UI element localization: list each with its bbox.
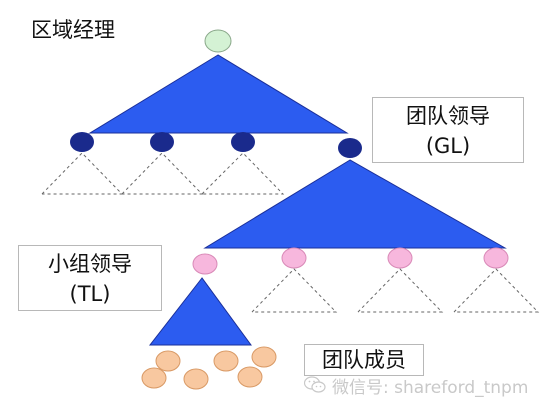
group-leader-node [483,247,509,269]
team-member-node [183,368,209,390]
team-leader-abbr: (GL) [425,134,471,158]
team-leader-node [70,132,94,152]
team-leader-node-expanded [338,138,362,158]
team-member-nodes [141,346,277,390]
group-leader-span-triangle [148,277,252,346]
team-member-node [251,346,277,368]
team-member-node [155,350,181,372]
team-leader-label: 团队领导 [406,104,490,128]
collapsed-team-outline [41,152,285,195]
collapsed-group-outline [251,268,540,313]
group-leader-label-box: 小组领导 (TL) [18,245,162,311]
watermark: 微信号: shareford_tnpm [304,372,528,398]
group-leader-label: 小组领导 [48,252,132,276]
group-leader-abbr: (TL) [69,282,111,306]
manager-span-triangle [88,54,349,134]
group-leader-node-expanded [192,253,218,275]
team-members-label: 团队成员 [322,348,406,372]
team-leader-label-box: 团队领导 (GL) [372,97,524,163]
regional-manager-node [204,29,232,53]
team-leader-span-triangle [203,159,507,249]
wechat-icon [304,376,326,393]
regional-manager-label: 区域经理 [31,18,115,42]
team-leader-node [150,132,174,152]
watermark-text: 微信号: shareford_tnpm [332,377,529,398]
team-member-node [141,367,167,389]
group-leader-node [387,247,413,269]
team-leader-node [231,132,255,152]
team-member-node [237,366,263,388]
team-members-label-box: 团队成员 [304,344,424,376]
group-leader-node [281,247,307,269]
team-member-node [213,350,239,372]
